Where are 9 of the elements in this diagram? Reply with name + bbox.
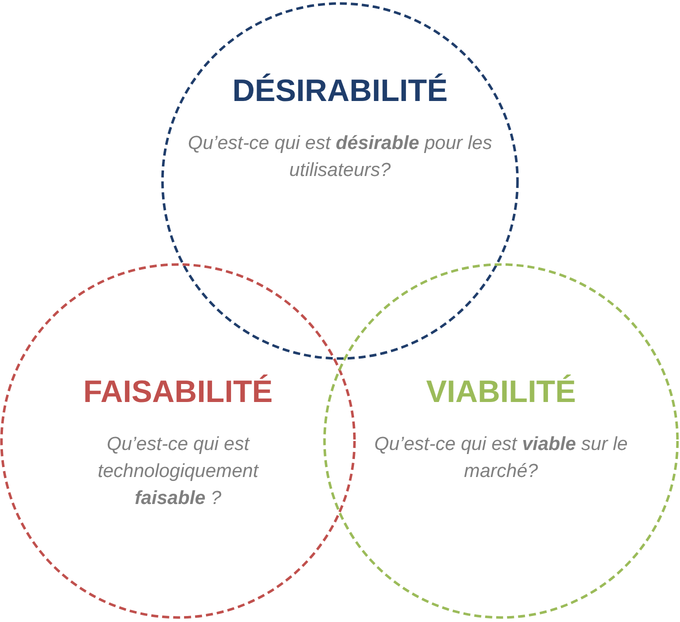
dashed-circle xyxy=(0,263,356,619)
heading: DÉSIRABILITÉ xyxy=(231,75,449,106)
heading: FAISABILITÉ xyxy=(82,376,274,407)
dashed-circle xyxy=(323,263,679,619)
heading: VIABILITÉ xyxy=(425,376,577,407)
question-text: Qu’est-ce qui est technologiquement faisable ? xyxy=(96,433,260,511)
question-text: Qu’est-ce qui est viable sur le marché? xyxy=(373,433,629,484)
dashed-circle xyxy=(161,2,519,360)
question-text: Qu’est-ce qui est désirable pour les utilisateurs? xyxy=(186,132,494,183)
